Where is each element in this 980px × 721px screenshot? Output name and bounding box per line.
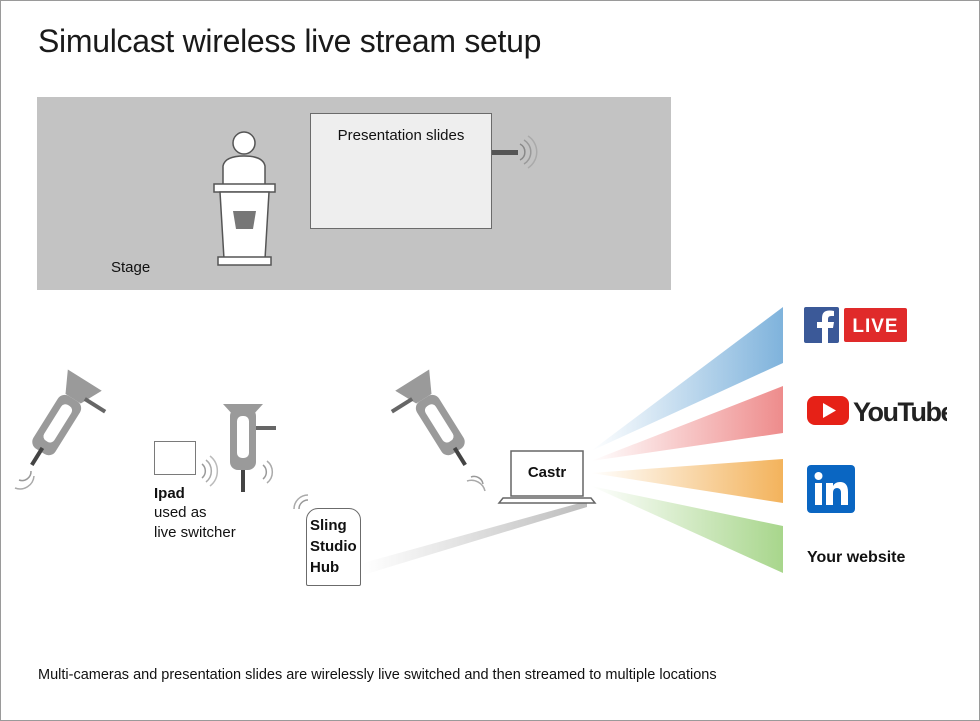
- ipad-description-line-2: live switcher: [154, 524, 236, 541]
- slides-transmitter-icon: [492, 135, 538, 169]
- stage-label: Stage: [111, 259, 151, 276]
- camera-1-icon: [30, 369, 107, 466]
- hub-label-line-2: Studio: [310, 538, 357, 555]
- sling-studio-hub-device: [306, 508, 361, 586]
- ipad-label: Ipad: [154, 485, 185, 502]
- youtube-icon: [807, 396, 849, 425]
- camera-2-signal-icon: [262, 460, 274, 484]
- linkedin-icon: [807, 465, 855, 513]
- hub-label-line-1: Sling: [310, 517, 347, 534]
- diagram-title: Simulcast wireless live stream setup: [38, 23, 542, 59]
- beam-youtube: [591, 386, 783, 461]
- camera-3-icon: [390, 369, 467, 466]
- beam-linkedin: [591, 459, 783, 503]
- diagram-caption: Multi-cameras and presentation slides ar…: [38, 667, 717, 683]
- beam-hub-to-castr: [363, 501, 587, 575]
- podium-speaker-icon: [213, 131, 276, 266]
- castr-label: Castr: [527, 464, 567, 481]
- beam-facebook: [591, 307, 783, 451]
- laptop-icon: [497, 450, 597, 504]
- ipad-device: [154, 441, 196, 475]
- presentation-slides-screen: [310, 113, 492, 229]
- live-badge-text: LIVE: [852, 316, 898, 337]
- facebook-live-logo: LIVE: [804, 307, 908, 350]
- hub-signal-icon: [293, 494, 309, 510]
- hub-label-line-3: Hub: [310, 559, 340, 576]
- camera-2-icon: [223, 404, 276, 492]
- youtube-logo: YouTube: [807, 393, 957, 432]
- live-badge: [844, 308, 907, 342]
- your-website-label: Your website: [807, 549, 906, 566]
- ipad-signal-icon: [201, 455, 219, 487]
- beam-website: [591, 486, 783, 573]
- presentation-slides-label: Presentation slides: [337, 127, 465, 144]
- youtube-wordmark: YouTube: [853, 397, 947, 427]
- ipad-description-line-1: used as: [154, 504, 207, 521]
- camera-3-signal-icon: [466, 475, 486, 492]
- linkedin-logo: [807, 465, 857, 518]
- camera-1-signal-icon: [14, 470, 35, 490]
- facebook-icon: [804, 307, 839, 343]
